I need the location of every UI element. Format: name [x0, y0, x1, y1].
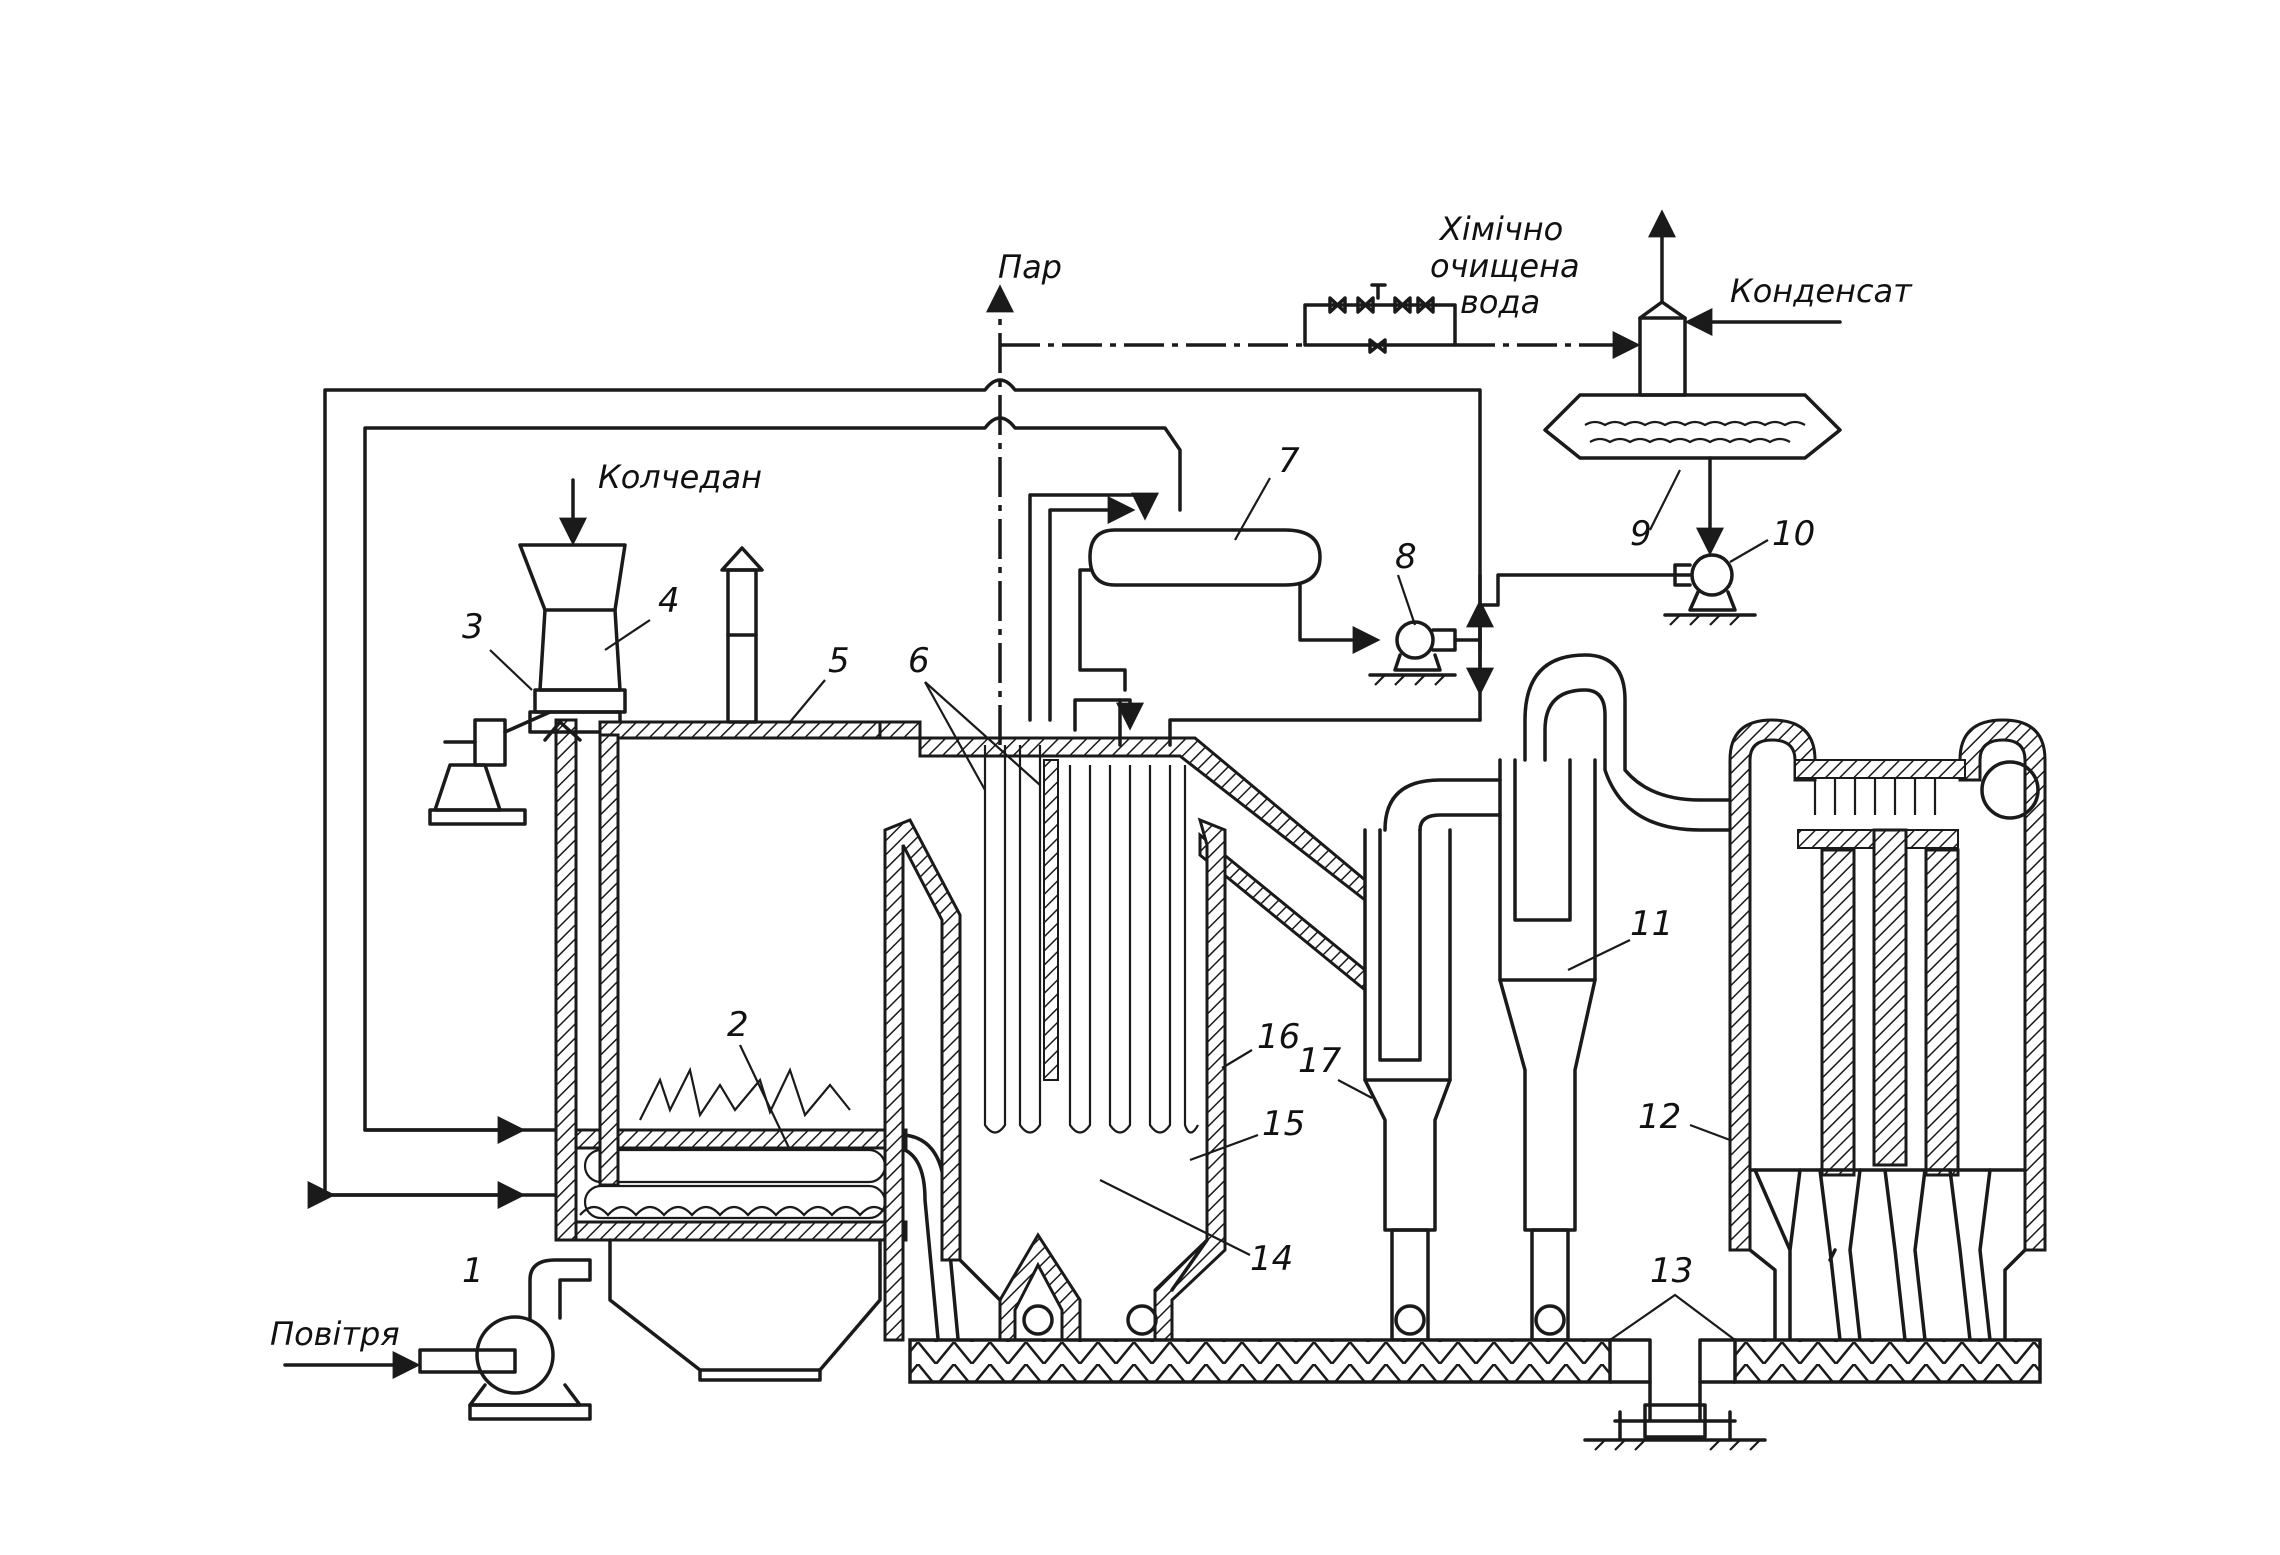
label-number-16: 16 [1257, 1017, 1300, 1057]
screw-feeder [428, 710, 582, 826]
deaerator-pump [1663, 553, 1757, 626]
purified-water-label-1: Хімічно [1438, 210, 1563, 248]
feed-pump [1368, 573, 1692, 696]
label-number-9: 9 [1630, 514, 1652, 554]
steam-drum [1028, 492, 1482, 747]
label-number-2: 2 [727, 1005, 749, 1045]
label-number-10: 10 [1772, 514, 1815, 554]
deaerator [1543, 209, 1842, 556]
pyrite-hopper [518, 478, 627, 734]
air-label: Повітря [270, 1315, 400, 1353]
air-blower [418, 1258, 592, 1421]
purified-water-label-2: очищена [1430, 247, 1580, 285]
steam-label: Пар [998, 248, 1062, 286]
label-number-6: 6 [908, 641, 930, 681]
pyrite-label: Колчедан [598, 458, 762, 496]
waste-heat-boiler [883, 745, 1227, 1342]
label-number-1: 1 [462, 1251, 484, 1291]
screw-conveyor [908, 1338, 2042, 1451]
label-number-7: 7 [1278, 441, 1300, 481]
label-number-8: 8 [1395, 537, 1417, 577]
steam-line [986, 283, 1641, 745]
label-number-3: 3 [462, 607, 484, 647]
label-number-15: 15 [1262, 1104, 1305, 1144]
label-number-14: 14 [1250, 1239, 1293, 1279]
label-number-13: 13 [1650, 1251, 1693, 1291]
cyclone-11 [1498, 653, 1747, 1342]
condensate-label: Конденсат [1730, 272, 1913, 310]
label-number-17: 17 [1298, 1041, 1342, 1081]
roasting-furnace [554, 718, 962, 1382]
gas-flue [598, 546, 1367, 1187]
electrostatic-precipitator [1728, 718, 2047, 1342]
label-number-12: 12 [1638, 1097, 1681, 1137]
cyclone-17 [1363, 778, 1502, 1342]
label-number-5: 5 [828, 641, 850, 681]
purified-water-label-3: вода [1460, 283, 1540, 321]
label-number-11: 11 [1630, 904, 1673, 944]
label-number-4: 4 [658, 581, 680, 621]
